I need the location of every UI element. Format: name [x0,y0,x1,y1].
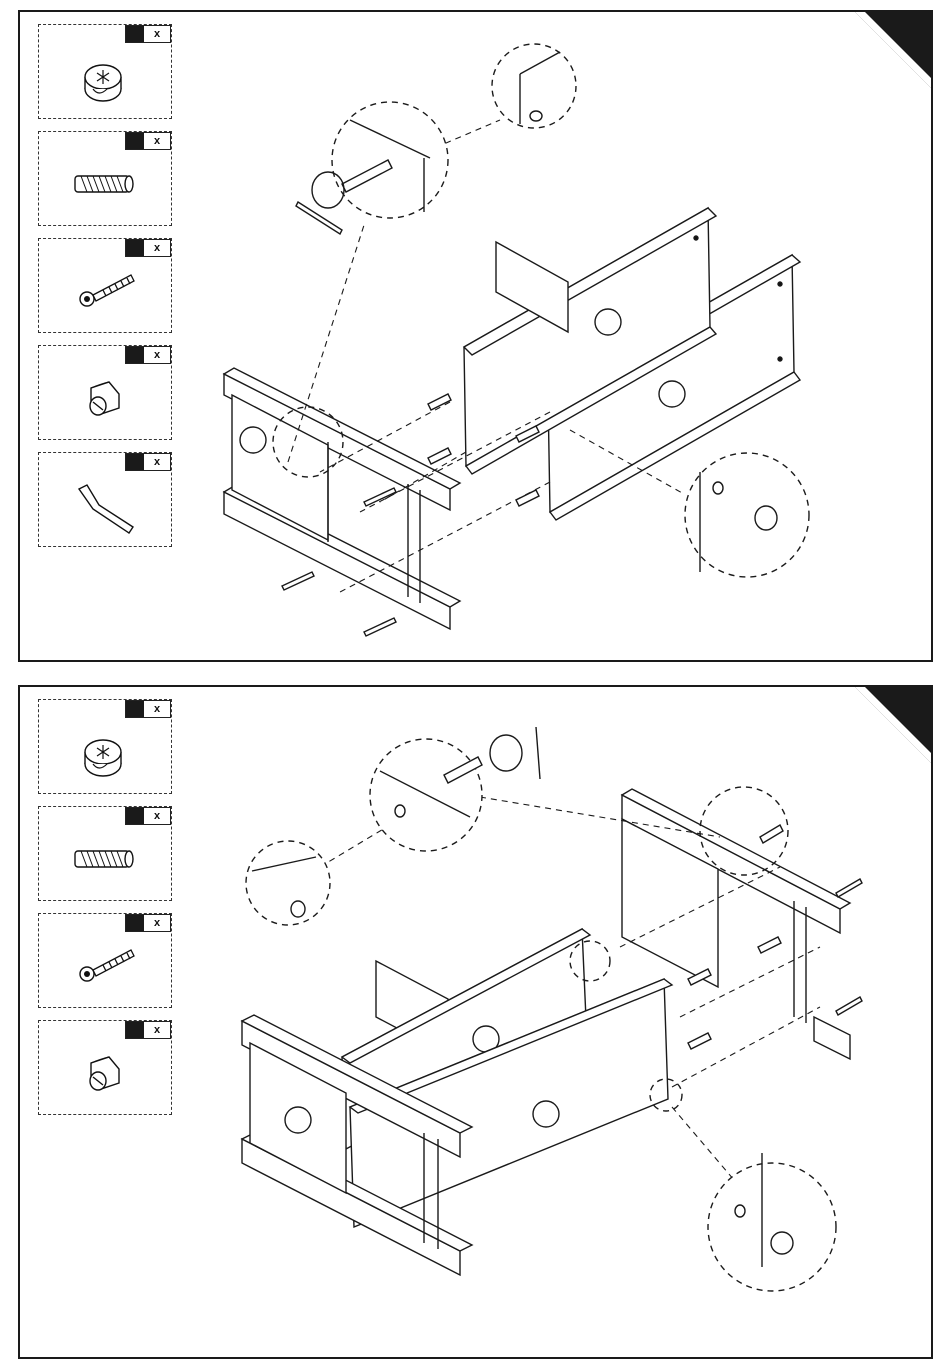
assembly-drawing-step-2 [20,687,931,1357]
side-frame [224,368,460,629]
step-1-panel: x x x x x [18,10,933,662]
assembly-drawing-step-1 [20,12,931,660]
step-2-panel: x x x x [18,685,933,1359]
